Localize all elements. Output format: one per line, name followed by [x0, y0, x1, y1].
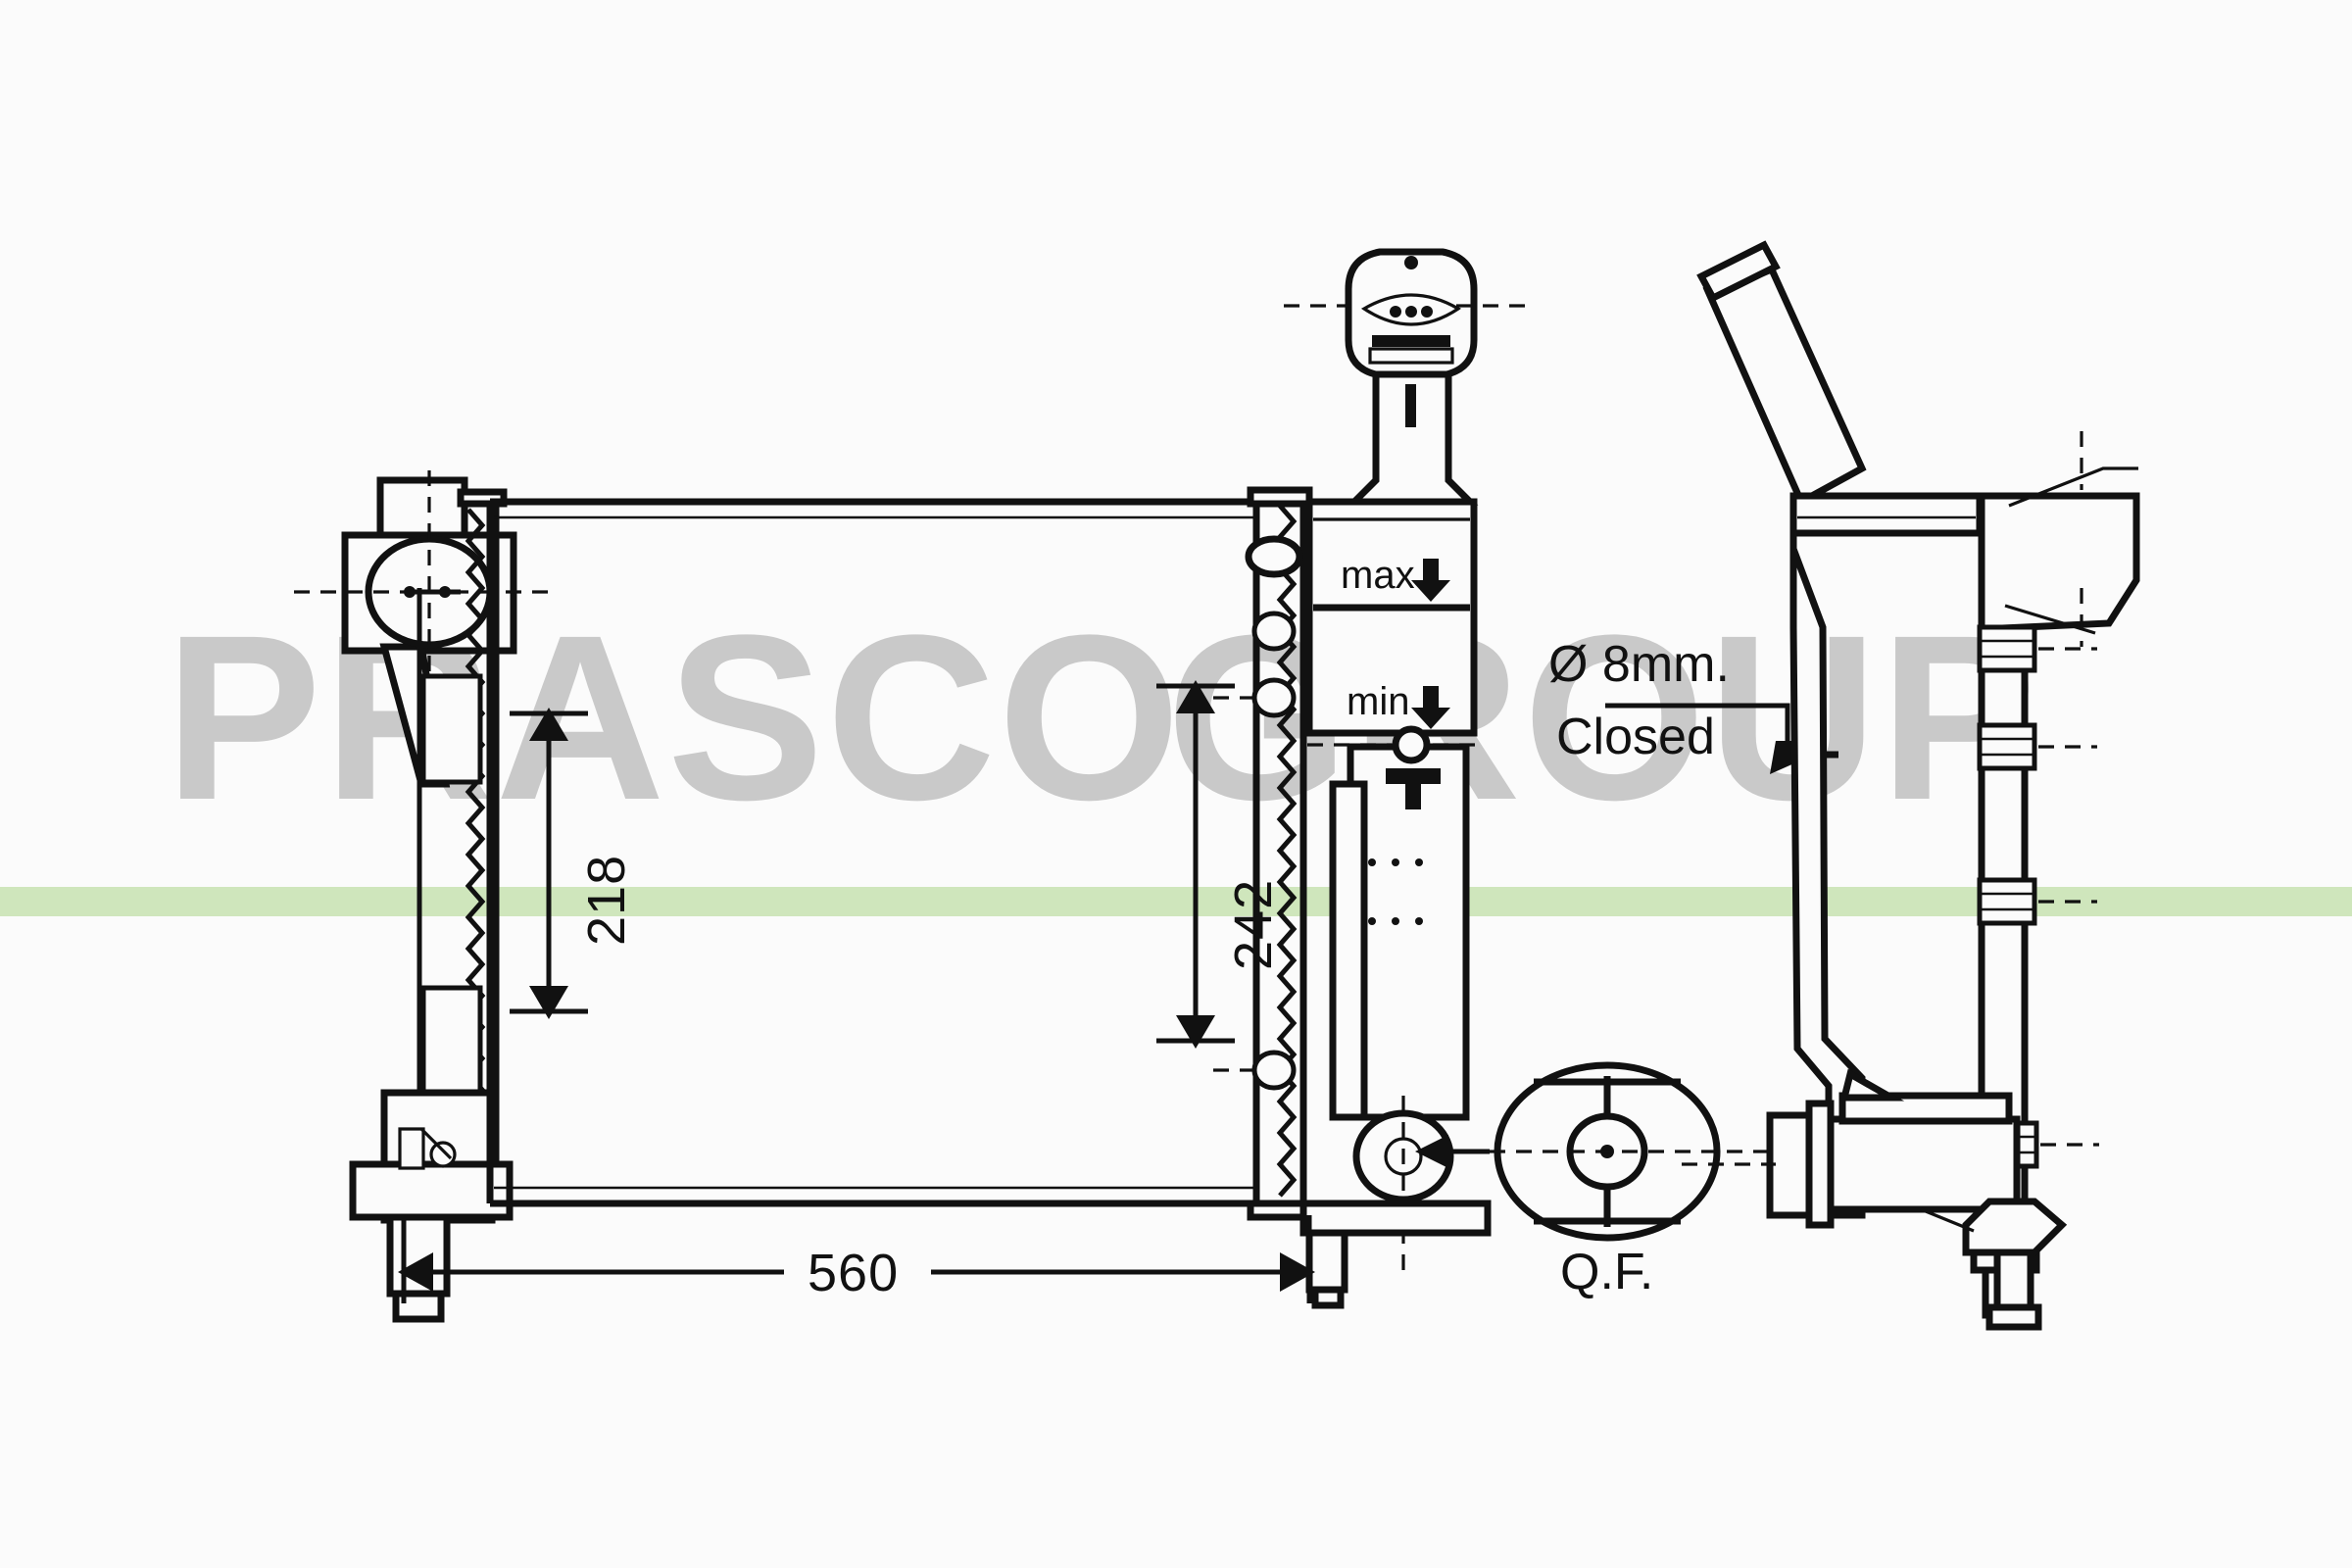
diameter-note-label: Ø 8mm. — [1548, 636, 1730, 693]
max-level-arrow-icon — [1411, 559, 1450, 602]
closed-note-label: Closed — [1556, 709, 1715, 765]
expansion-tank-port — [1307, 725, 1476, 809]
expansion-tank-min-label: min — [1347, 680, 1410, 723]
dimension-label-218: 218 — [577, 854, 636, 946]
dimension-218 — [510, 708, 588, 1019]
min-level-arrow-icon — [1411, 686, 1450, 729]
dimension-560 — [398, 1215, 1315, 1303]
dimension-label-242: 242 — [1224, 878, 1283, 970]
right-tank-fittings — [1213, 535, 1303, 1091]
expansion-tank-max-label: max — [1341, 554, 1415, 597]
dimension-242 — [1156, 680, 1235, 1049]
qf-detail-callout — [1415, 1061, 1770, 1242]
dimension-label-560: 560 — [808, 1244, 900, 1302]
expansion-tank-cap — [1284, 248, 1529, 379]
column-rib-fittings — [1977, 624, 2097, 926]
qf-detail-label: Q.F. — [1560, 1244, 1654, 1300]
right-end-tank — [1213, 486, 1313, 1221]
expansion-tank — [1284, 248, 1529, 1309]
radiator-core — [486, 498, 1256, 1207]
lower-outlet-connector — [1682, 1068, 2068, 1331]
